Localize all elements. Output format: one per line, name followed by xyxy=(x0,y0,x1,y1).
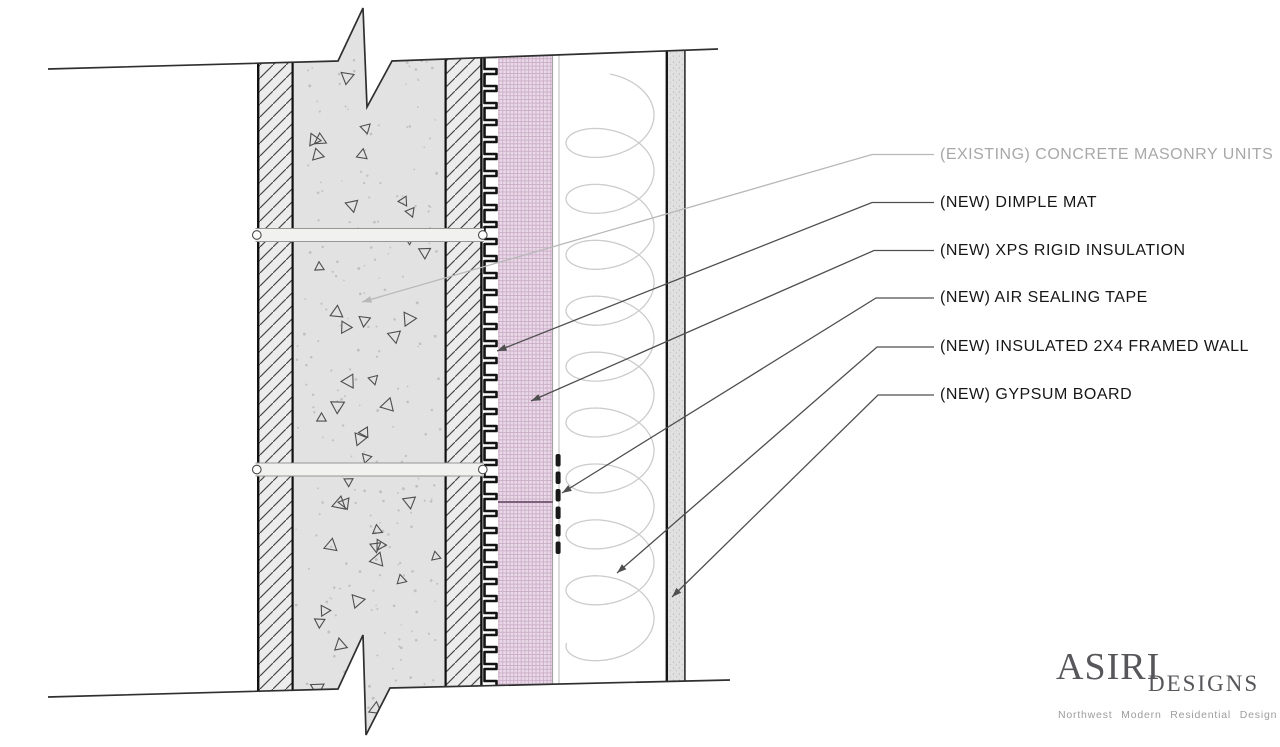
leader-arrowhead-cmu xyxy=(362,296,373,303)
callout-gypsum-board: (NEW) GYPSUM BOARD xyxy=(940,386,1133,403)
leader-arrowhead-framed-wall xyxy=(617,564,627,573)
leader-arrowhead-xps xyxy=(531,394,542,401)
leader-line-framed-wall xyxy=(616,346,934,574)
leader-line-cmu xyxy=(361,153,934,303)
asiri-designs-logo: ASIRI DESIGNS Northwest Modern Residenti… xyxy=(1050,645,1278,740)
batt-insulation-loops xyxy=(565,73,655,662)
leader-line-xps xyxy=(530,249,934,402)
air-sealing-tape xyxy=(555,454,561,554)
leader-arrowhead-gypsum xyxy=(672,587,682,597)
gypsum-board xyxy=(665,40,686,694)
leader-arrowhead-tape xyxy=(562,485,572,493)
cmu-left-faceshell xyxy=(257,40,294,702)
cmu-grout-core xyxy=(293,4,445,744)
callout-air-sealing-tape: (NEW) AIR SEALING TAPE xyxy=(940,289,1148,306)
leader-arrowhead-dimple-mat xyxy=(497,344,508,351)
top-break-line xyxy=(47,7,719,111)
section-cut-lines xyxy=(47,7,731,736)
dimple-mat-profile xyxy=(483,50,498,688)
logo-brand-text: ASIRI xyxy=(1056,646,1161,688)
callout-framed-wall: (NEW) INSULATED 2X4 FRAMED WALL xyxy=(940,338,1249,355)
callout-leaders xyxy=(361,153,934,598)
callout-dimple-mat: (NEW) DIMPLE MAT xyxy=(940,193,1098,211)
callout-xps-insulation: (NEW) XPS RIGID INSULATION xyxy=(940,241,1186,259)
xps-rigid-insulation xyxy=(498,44,554,696)
leader-line-tape xyxy=(561,297,934,494)
callout-existing-cmu: (EXISTING) CONCRETE MASONRY UNITS xyxy=(940,145,1274,163)
bottom-break-line xyxy=(47,634,731,736)
logo-tagline-text: Northwest Modern Residential Design xyxy=(1058,709,1278,721)
cmu-right-faceshell xyxy=(444,40,483,702)
leader-line-gypsum xyxy=(671,394,934,598)
leader-line-dimple-mat xyxy=(496,201,934,352)
logo-suffix-text: DESIGNS xyxy=(1148,671,1260,696)
mortar-joints xyxy=(251,228,488,477)
